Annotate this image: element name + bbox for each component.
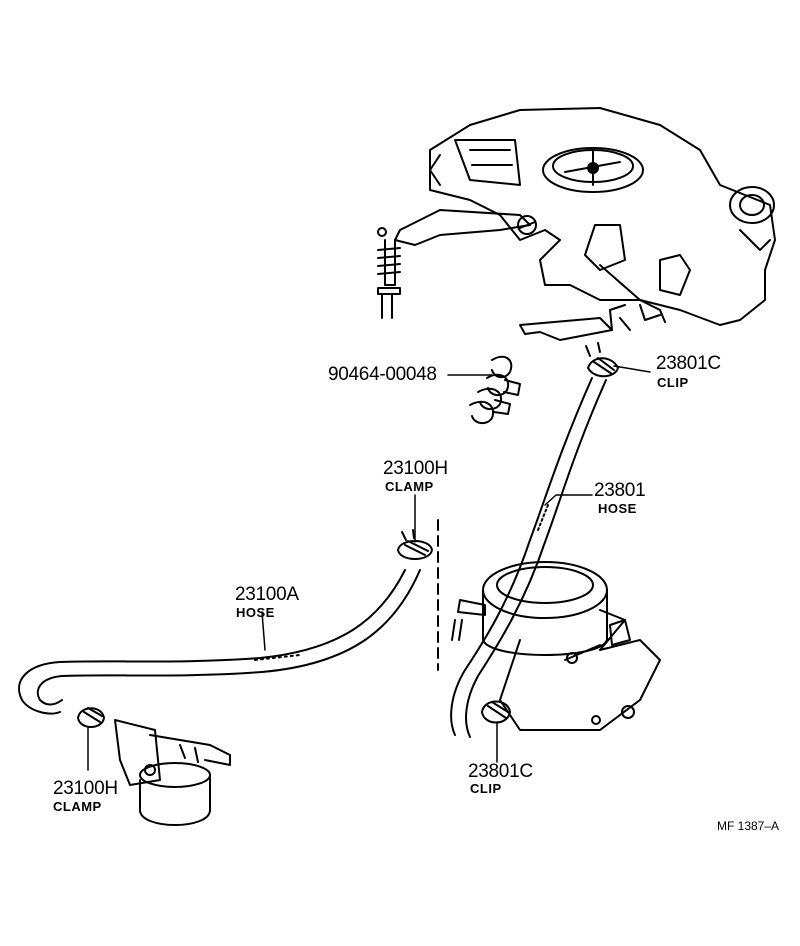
leader-lines bbox=[87, 365, 651, 771]
hose-main-part-number: 23801 bbox=[594, 480, 646, 501]
clamp-middle-name: CLAMP bbox=[385, 479, 434, 494]
insulator-clips bbox=[469, 355, 521, 424]
clip-top bbox=[585, 342, 619, 378]
clip-top-name: CLIP bbox=[657, 375, 689, 390]
hose-main bbox=[450, 377, 607, 738]
carburetor-assembly bbox=[377, 107, 776, 341]
clamp-left-part-number: 23100H bbox=[53, 778, 118, 799]
clip-top-part-number: 23801C bbox=[656, 353, 721, 374]
clamp-middle bbox=[397, 529, 433, 560]
clip-bottom-part-number: 23801C bbox=[468, 761, 533, 782]
fuel-pump bbox=[451, 561, 661, 731]
clamp-left-name: CLAMP bbox=[53, 799, 102, 814]
clamp-middle-part-number: 23100H bbox=[383, 458, 448, 479]
hose-left bbox=[18, 569, 421, 715]
hose-main-name: HOSE bbox=[598, 501, 637, 516]
figure-reference: MF 1387–A bbox=[717, 819, 780, 833]
clamp-left bbox=[77, 707, 105, 728]
clip-90464-part-number: 90464-00048 bbox=[328, 364, 437, 385]
hose-left-name: HOSE bbox=[236, 605, 275, 620]
fuel-filter bbox=[114, 719, 231, 826]
clip-bottom bbox=[481, 700, 511, 724]
hose-left-part-number: 23100A bbox=[235, 584, 299, 605]
clip-bottom-name: CLIP bbox=[470, 781, 502, 796]
